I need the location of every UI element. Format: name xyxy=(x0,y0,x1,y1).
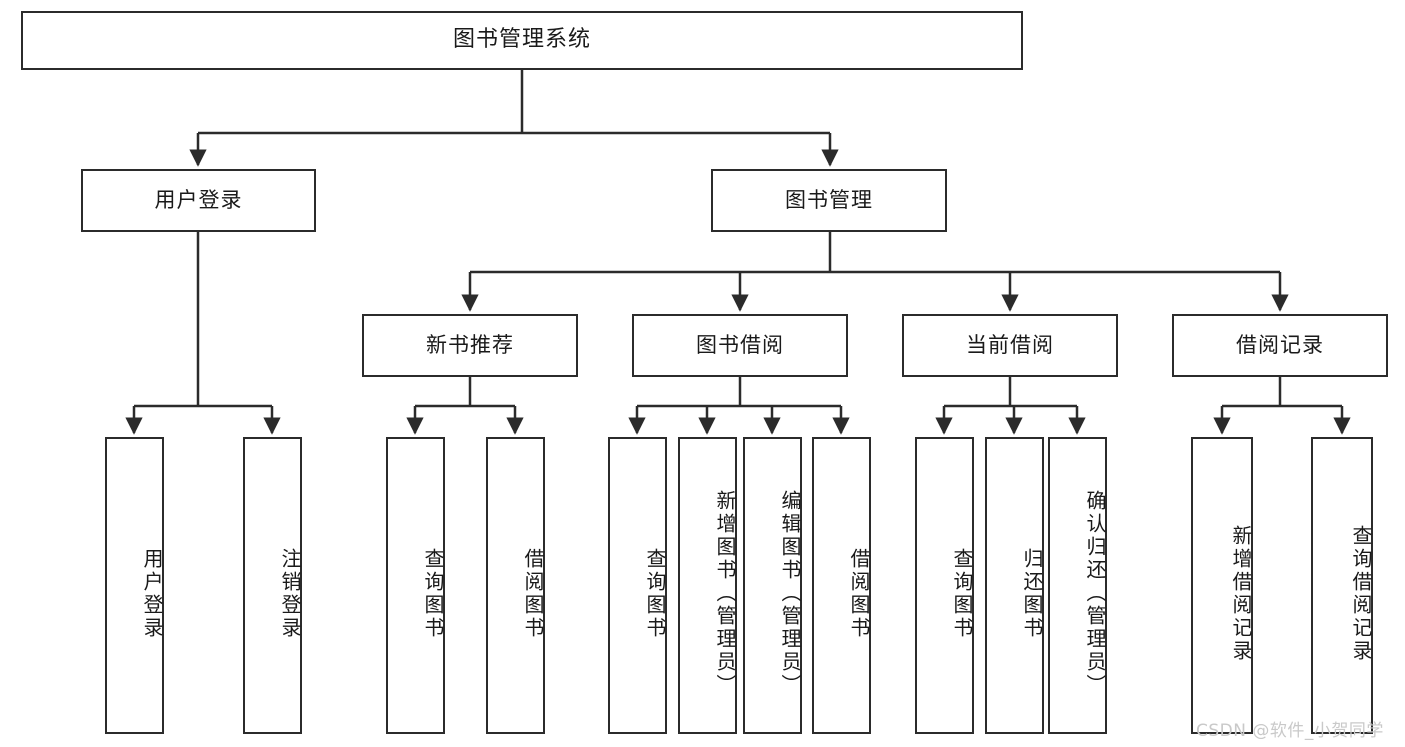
leaf-query-book-borrow[interactable]: 查询图书 xyxy=(608,437,667,734)
leaf-add-borrow-record[interactable]: 新增借阅记录 xyxy=(1191,437,1253,734)
leaf-borrow-book-rec[interactable]: 借阅图书 xyxy=(486,437,545,734)
leaf-edit-book-admin[interactable]: 编辑图书（管理员） xyxy=(743,437,802,734)
leaf-query-book-cur[interactable]: 查询图书 xyxy=(915,437,974,734)
leaf-query-book-rec[interactable]: 查询图书 xyxy=(386,437,445,734)
leaf-confirm-return-admin[interactable]: 确认归还（管理员） xyxy=(1048,437,1107,734)
node-book-borrow[interactable]: 图书借阅 xyxy=(632,314,848,377)
node-book-management[interactable]: 图书管理 xyxy=(711,169,947,232)
leaf-borrow-book[interactable]: 借阅图书 xyxy=(812,437,871,734)
node-new-book-recommend[interactable]: 新书推荐 xyxy=(362,314,578,377)
node-user-login[interactable]: 用户登录 xyxy=(81,169,316,232)
node-borrow-record[interactable]: 借阅记录 xyxy=(1172,314,1388,377)
node-current-borrow[interactable]: 当前借阅 xyxy=(902,314,1118,377)
leaf-return-book[interactable]: 归还图书 xyxy=(985,437,1044,734)
leaf-query-borrow-record[interactable]: 查询借阅记录 xyxy=(1311,437,1373,734)
leaf-logout-login[interactable]: 注销登录 xyxy=(243,437,302,734)
csdn-watermark: CSDN @软件_小贺同学 xyxy=(1196,721,1384,741)
node-root-system[interactable]: 图书管理系统 xyxy=(21,11,1023,70)
leaf-add-book-admin[interactable]: 新增图书（管理员） xyxy=(678,437,737,734)
leaf-user-login[interactable]: 用户登录 xyxy=(105,437,164,734)
